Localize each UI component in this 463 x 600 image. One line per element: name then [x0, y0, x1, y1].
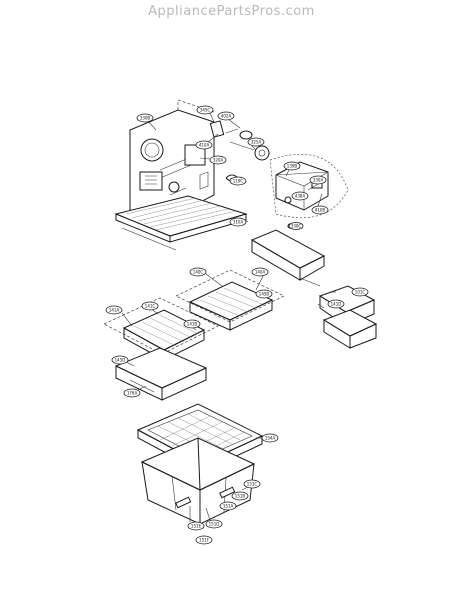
left-drawer — [103, 297, 219, 361]
svg-text:330B: 330B — [140, 116, 151, 121]
callout-151c: 151C — [243, 479, 261, 489]
svg-text:141A: 141A — [109, 308, 120, 313]
damper-parts — [209, 120, 270, 182]
crisper-bins — [140, 437, 256, 525]
callout-330c: 330C — [288, 222, 304, 230]
svg-text:320A: 320A — [213, 158, 224, 163]
svg-text:325A: 325A — [251, 140, 262, 145]
svg-text:410B: 410B — [315, 208, 326, 213]
svg-text:141D: 141D — [331, 302, 342, 307]
svg-text:145D: 145D — [115, 358, 126, 363]
lower-drawer — [114, 347, 208, 401]
callout-139b: 139B — [283, 161, 301, 171]
callout-151a: 151A — [219, 501, 237, 511]
callout-141a: 141A — [105, 305, 123, 315]
callout-141d: 141D — [327, 299, 345, 309]
callout-151d: 151D — [205, 519, 223, 529]
callout-330a: 330A — [309, 175, 327, 185]
callout-154a: 154A — [261, 433, 279, 443]
upper-shelf — [114, 195, 248, 251]
small-bin — [318, 285, 378, 349]
svg-text:151E: 151E — [191, 524, 202, 529]
callout-151b: 151B — [231, 491, 249, 501]
watermark: AppliancePartsPros.com — [148, 4, 315, 19]
callout-176a: 176A — [123, 388, 141, 398]
callout-410b: 410B — [311, 205, 329, 215]
callout-119c: 119C — [229, 176, 247, 186]
duct-cover-panel — [129, 99, 215, 224]
callout-101c: 101C — [351, 287, 369, 297]
svg-text:141C: 141C — [145, 304, 156, 309]
svg-text:151B: 151B — [235, 494, 246, 499]
callout-320a: 320A — [209, 155, 227, 165]
svg-text:140C: 140C — [193, 270, 204, 275]
svg-text:345C: 345C — [200, 108, 211, 113]
svg-text:151C: 151C — [247, 482, 258, 487]
callout-402a: 402A — [217, 111, 235, 121]
svg-text:151F: 151F — [199, 538, 210, 543]
svg-text:141B: 141B — [187, 322, 198, 327]
callout-140a: 140A — [251, 267, 269, 277]
svg-text:151D: 151D — [209, 522, 220, 527]
callout-330b: 330B — [136, 113, 154, 123]
callout-151e: 151E — [187, 521, 205, 531]
svg-text:119C: 119C — [233, 179, 244, 184]
middle-drawer — [175, 269, 285, 331]
svg-text:410A: 410A — [199, 143, 210, 148]
svg-text:140A: 140A — [255, 270, 266, 275]
callout-410a: 410A — [195, 140, 213, 150]
svg-text:402A: 402A — [221, 114, 232, 119]
callout-bubbles: 330B 345C 402A 410A 325A 320A 119C 139B … — [105, 105, 369, 545]
svg-text:176A: 176A — [127, 391, 138, 396]
callout-345c: 345C — [196, 105, 214, 115]
svg-text:330C: 330C — [291, 224, 302, 229]
svg-text:145B: 145B — [259, 292, 270, 297]
callout-141b: 141B — [183, 319, 201, 329]
callout-140c: 140C — [189, 267, 207, 277]
svg-text:151A: 151A — [223, 504, 234, 509]
callout-438a: 438A — [291, 191, 309, 201]
svg-text:154A: 154A — [265, 436, 276, 441]
callout-151f: 151F — [195, 535, 213, 545]
callout-145d: 145D — [111, 355, 129, 365]
svg-text:310A: 310A — [233, 220, 244, 225]
svg-text:330A: 330A — [313, 178, 324, 183]
control-box — [269, 153, 349, 219]
callout-310a: 310A — [229, 217, 247, 227]
svg-text:139B: 139B — [287, 164, 298, 169]
svg-text:438A: 438A — [295, 194, 306, 199]
callout-141c: 141C — [141, 301, 159, 311]
svg-text:101C: 101C — [355, 290, 366, 295]
callout-145b: 145B — [255, 289, 273, 299]
callout-325a: 325A — [247, 137, 265, 147]
